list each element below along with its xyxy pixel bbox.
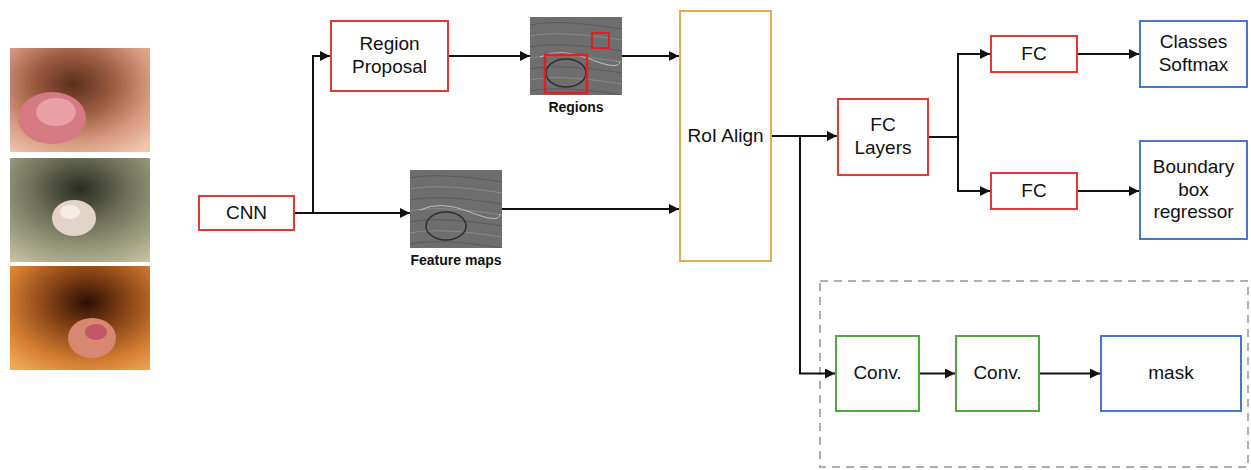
image-caption: Feature maps: [410, 252, 502, 268]
image-caption: Regions: [530, 99, 622, 115]
polyp-outline: [426, 212, 466, 240]
polyp: [18, 92, 86, 144]
flow-arrow: [502, 208, 679, 210]
polyp: [68, 318, 116, 358]
box-label: RoI Align: [687, 125, 763, 148]
photo-ground: [10, 48, 150, 152]
process-box: FC Layers: [837, 98, 929, 176]
polyp: [52, 200, 96, 236]
flow-arrow: [622, 55, 679, 57]
process-box: FC: [990, 35, 1078, 73]
endoscopy-photo: [10, 266, 150, 370]
image-panel: [410, 170, 502, 248]
texture-line: [410, 220, 502, 226]
box-label: FC: [1021, 180, 1046, 203]
region-box: [545, 55, 587, 93]
box-label: CNN: [226, 202, 267, 225]
feature-image: [410, 170, 502, 248]
process-box: Region Proposal: [330, 20, 449, 92]
flow-arrow: [929, 137, 990, 191]
image-ground: [530, 17, 622, 95]
output-box: Boundary box regressor: [1139, 140, 1248, 240]
backbone-box: CNN: [198, 195, 295, 231]
box-label: Region Proposal: [336, 33, 443, 79]
texture-line: [410, 242, 502, 248]
process-box: FC: [990, 172, 1078, 210]
flow-arrow: [295, 56, 330, 213]
image-panel: [530, 17, 622, 95]
box-label: Conv.: [973, 362, 1021, 385]
box-label: FC: [1021, 43, 1046, 66]
texture-line: [410, 187, 502, 193]
texture-line: [410, 176, 502, 182]
box-label: mask: [1148, 362, 1193, 385]
flow-arrow: [920, 373, 955, 375]
flow-arrow: [772, 136, 835, 374]
flow-arrow: [1078, 53, 1139, 55]
texture-line: [530, 23, 622, 29]
flow-arrow: [1040, 373, 1100, 375]
polyp-highlight: [85, 324, 107, 340]
box-label: FC Layers: [843, 114, 923, 160]
photo-ground: [10, 266, 150, 370]
box-label: Classes Softmax: [1145, 31, 1242, 77]
box-label: Boundary box regressor: [1145, 156, 1242, 224]
output-box: mask: [1100, 335, 1242, 412]
feature-map-image: Feature maps: [410, 170, 502, 268]
polyp-highlight: [36, 98, 76, 126]
feature-image: [530, 17, 622, 95]
box-label: Conv.: [853, 362, 901, 385]
align-box: RoI Align: [679, 10, 772, 262]
conv-box: Conv.: [955, 335, 1040, 412]
region-box: [592, 33, 609, 48]
flow-arrow: [449, 55, 530, 57]
flow-arrow: [929, 54, 990, 137]
polyp-outline: [546, 59, 586, 87]
flow-arrow: [295, 212, 410, 214]
endoscopy-photo: [10, 48, 150, 152]
output-box: Classes Softmax: [1139, 20, 1248, 88]
photo-ground: [10, 158, 150, 262]
endoscopy-photo: [10, 158, 150, 262]
polyp-highlight: [60, 205, 80, 219]
edge-trace: [420, 205, 500, 218]
flow-arrow: [1078, 190, 1139, 192]
texture-line: [410, 198, 502, 204]
image-ground: [410, 170, 502, 248]
region-image: Regions: [530, 17, 622, 115]
texture-line: [410, 231, 502, 237]
mask-branch-bracket: [820, 281, 1248, 467]
conv-box: Conv.: [835, 335, 920, 412]
